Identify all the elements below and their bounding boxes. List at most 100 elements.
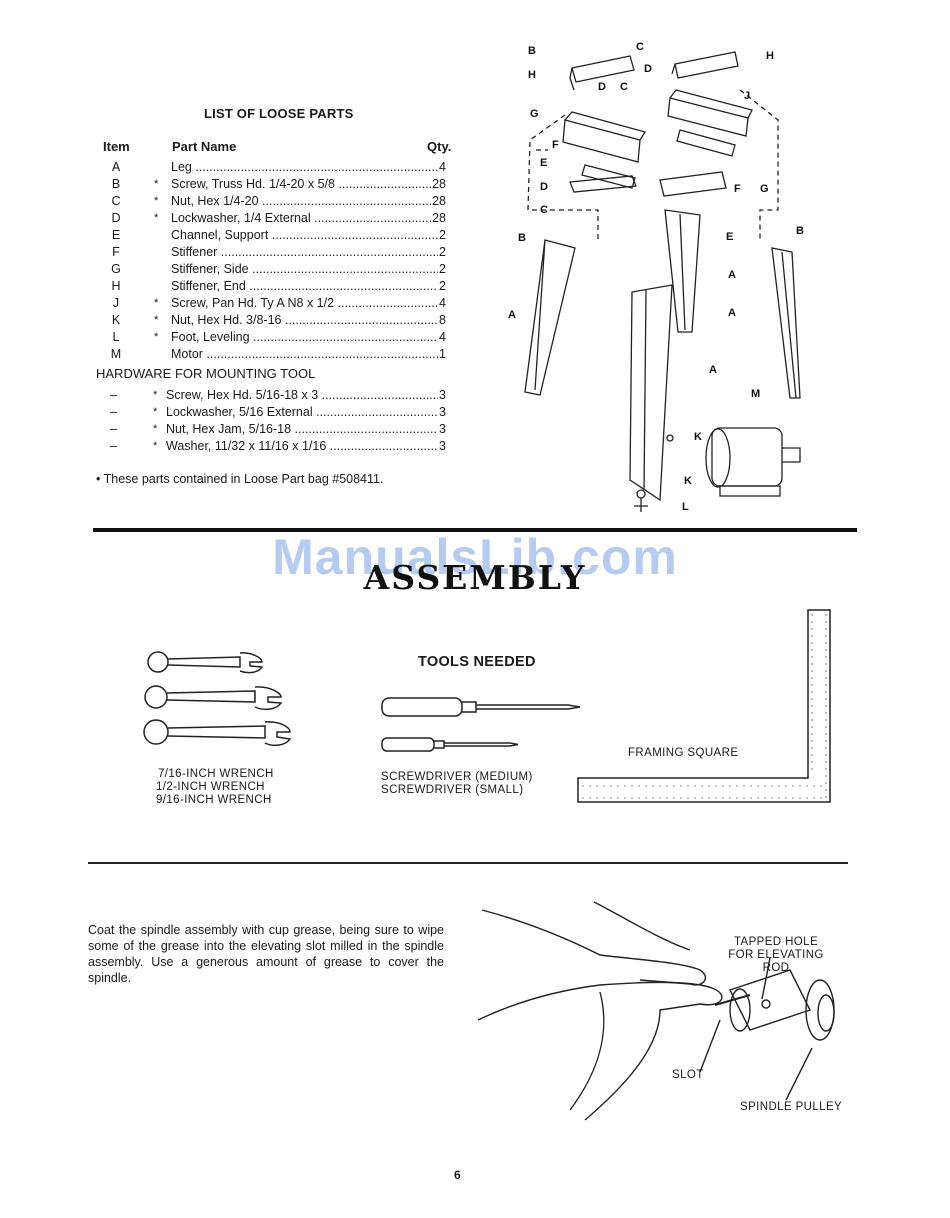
leader-pulley <box>785 1047 813 1101</box>
row-name: Nut, Hex 1/4-20 <box>171 193 446 210</box>
row-star: * <box>154 331 159 343</box>
table-row: B*Screw, Truss Hd. 1/4-20 x 5/828 <box>96 176 446 193</box>
parts-list-title: LIST OF LOOSE PARTS <box>204 106 354 121</box>
row-star: * <box>153 440 158 452</box>
row-item: L <box>112 330 120 344</box>
row-star: * <box>153 389 158 401</box>
motor-end <box>705 428 731 488</box>
tapped-hole <box>761 999 771 1009</box>
row-qty: 4 <box>438 329 446 346</box>
section-divider <box>88 862 848 864</box>
row-item: D <box>111 211 121 225</box>
callout-label: E <box>540 157 547 169</box>
instruction-text: Coat the spindle assembly with cup greas… <box>88 923 444 985</box>
table-row: K*Nut, Hex Hd. 3/8-168 <box>96 312 446 329</box>
row-qty: 28 <box>431 210 446 227</box>
row-qty: 1 <box>438 346 446 363</box>
row-qty: 2 <box>438 244 446 261</box>
callout-label: B <box>528 45 536 57</box>
footnote: • These parts contained in Loose Part ba… <box>96 472 384 486</box>
table-row: –*Nut, Hex Jam, 5/16-183 <box>96 421 446 438</box>
header-item: Item <box>103 139 130 154</box>
row-qty: 28 <box>431 193 446 210</box>
exploded-view-diagram: B H C D H D C J G F E D C F G E B B A A … <box>508 41 804 513</box>
pulley-inner <box>817 994 835 1032</box>
row-item: A <box>111 160 121 174</box>
row-item: F <box>112 245 120 259</box>
guide-lines <box>527 89 779 240</box>
end-stiffener-left <box>569 55 635 91</box>
leg-right <box>771 247 801 399</box>
row-qty: 4 <box>438 159 446 176</box>
callout-label: A <box>728 307 736 319</box>
row-star: * <box>154 195 159 207</box>
callout-label: C <box>540 204 548 216</box>
row-name: Screw, Truss Hd. 1/4-20 x 5/8 <box>171 176 446 193</box>
row-name: Nut, Hex Jam, 5/16-18 <box>166 421 446 438</box>
screwdriver-medium <box>381 697 581 717</box>
header-qty: Qty. <box>427 139 452 154</box>
row-name: Nut, Hex Hd. 3/8-16 <box>171 312 446 329</box>
callout-label: G <box>760 183 769 195</box>
framing-square-label: FRAMING SQUARE <box>628 747 739 759</box>
callout-label: B <box>518 232 526 244</box>
table-row: D*Lockwasher, 1/4 External28 <box>96 210 446 227</box>
row-star: * <box>154 297 159 309</box>
row-name: Lockwasher, 5/16 External <box>166 404 446 421</box>
row-qty: 3 <box>438 387 446 404</box>
spindle-end <box>729 988 751 1032</box>
row-star: * <box>154 178 159 190</box>
stiffener-f-right <box>676 129 736 157</box>
table-row: FStiffener2 <box>96 244 446 261</box>
row-name: Foot, Leveling <box>171 329 446 346</box>
row-name: Stiffener, End <box>171 278 446 295</box>
table-row: L * Foot, Leveling4 <box>96 329 446 346</box>
table-row: –*Lockwasher, 5/16 External3 <box>96 404 446 421</box>
spindle-body <box>729 969 811 1031</box>
header-part-name: Part Name <box>172 139 237 154</box>
watermark: ManualsLib.com <box>272 529 678 585</box>
callout-label: D <box>598 81 606 93</box>
table-row: J*Screw, Pan Hd. Ty A N8 x 1/24 <box>96 295 446 312</box>
row-qty: 3 <box>438 438 446 455</box>
callout-label: C <box>636 41 644 53</box>
row-item: G <box>111 262 121 276</box>
row-star: * <box>153 423 158 435</box>
callout-label: K <box>694 431 702 443</box>
wrench-icon <box>143 609 831 803</box>
row-name: Screw, Pan Hd. Ty A N8 x 1/2 <box>171 295 446 312</box>
hand-upper <box>481 909 706 986</box>
leg-front <box>629 284 673 502</box>
spindle-pulley-label: SPINDLE PULLEY <box>740 1101 843 1113</box>
framing-square <box>577 609 831 803</box>
row-name: Channel, Support <box>171 227 446 244</box>
row-dash: – <box>110 405 117 419</box>
screwdriver-label: SCREWDRIVER (MEDIUM) <box>381 771 533 783</box>
row-dash: – <box>110 422 117 436</box>
hand-lower <box>477 981 723 1121</box>
callout-label: G <box>530 108 539 120</box>
callout-label: D <box>644 63 652 75</box>
wrench-medium <box>144 685 283 711</box>
callout-label: A <box>508 309 516 321</box>
screwdriver-label: SCREWDRIVER (SMALL) <box>381 784 524 796</box>
motor-base <box>719 485 781 497</box>
callout-label: K <box>684 475 692 487</box>
callout-label: J <box>744 90 750 102</box>
row-item: J <box>112 296 120 310</box>
callout-label: F <box>734 183 741 195</box>
side-stiffener-left <box>562 111 647 163</box>
channel-left <box>569 175 637 193</box>
callout-label: C <box>620 81 628 93</box>
motor-body <box>711 427 783 487</box>
row-qty: 8 <box>438 312 446 329</box>
callout-label: L <box>682 501 689 513</box>
row-qty: 28 <box>431 176 446 193</box>
row-dash: – <box>110 439 117 453</box>
callout-label: E <box>726 231 733 243</box>
row-qty: 2 <box>438 227 446 244</box>
stiffener-f-left <box>581 164 636 189</box>
table-row: ALeg4 <box>96 159 446 176</box>
